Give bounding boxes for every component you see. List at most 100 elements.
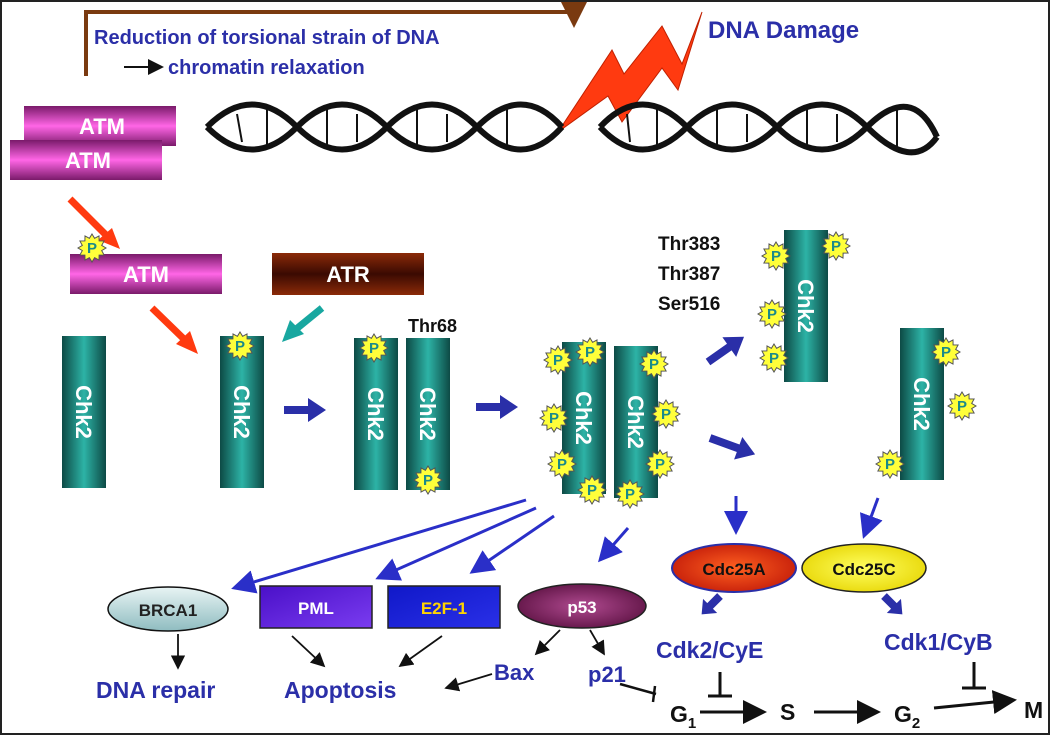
branch-arrow-right <box>708 434 756 460</box>
bax-to-apoptosis-arrow <box>444 673 493 692</box>
phospho-badge-label: P <box>585 344 595 361</box>
phospho-badge-label: P <box>549 410 559 427</box>
to-e2f1-arrow <box>469 514 555 574</box>
phospho-badge: P <box>761 241 791 271</box>
e2f1-node <box>387 585 501 629</box>
to-pml-arrow <box>375 506 537 581</box>
atm-top-label: ATM <box>79 114 125 139</box>
phospho-badge: P <box>543 345 573 375</box>
phospho-badge-label: P <box>649 356 659 373</box>
bax-label: Bax <box>494 660 535 685</box>
m-label: M <box>1024 697 1043 723</box>
chk2-phospho-label: Chk2 <box>229 385 254 439</box>
chk2-upper-right-label: Chk2 <box>793 279 818 333</box>
chk2-lower-right-label: Chk2 <box>909 377 934 431</box>
dna-damage-label: DNA Damage <box>708 17 859 44</box>
e2f1-to-apoptosis-arrow <box>398 635 443 668</box>
phospho-badge-label: P <box>423 472 433 489</box>
site-thr387: Thr387 <box>658 264 720 285</box>
phospho-badge: P <box>547 449 577 479</box>
site-thr383: Thr383 <box>658 234 720 255</box>
chk2-active-a-label: Chk2 <box>571 391 596 445</box>
pml-node <box>259 585 373 629</box>
branch-arrow-up <box>705 336 745 366</box>
phospho-badge-label: P <box>661 406 671 423</box>
phospho-badge-label: P <box>769 350 779 367</box>
phospho-badge-label: P <box>941 344 951 361</box>
phospho-badge: P <box>539 403 569 433</box>
apoptosis-label: Apoptosis <box>284 677 396 703</box>
phospho-badge: P <box>651 399 681 429</box>
phospho-badge-label: P <box>557 456 567 473</box>
atm-box-bottom <box>10 140 162 180</box>
cdc25a-node <box>671 543 797 593</box>
pml-label: PML <box>298 599 334 618</box>
cdc25c-label: Cdc25C <box>832 560 895 579</box>
atr-label: ATR <box>326 262 370 287</box>
cdk2-label: Cdk2/CyE <box>656 637 763 663</box>
brca1-node <box>107 586 229 632</box>
g2-label: G2 <box>894 701 920 732</box>
phospho-badge: P <box>947 391 977 421</box>
chk2-dimer-b-label: Chk2 <box>415 387 440 441</box>
phospho-badge-label: P <box>767 306 777 323</box>
chk2-phospho <box>220 336 264 488</box>
atm-active-label: ATM <box>123 262 169 287</box>
to-cdc25c-arrow <box>859 497 883 539</box>
phospho-badge-label: P <box>87 240 97 257</box>
g1-label: G1 <box>670 701 696 732</box>
phospho-badge-label: P <box>771 248 781 265</box>
phospho-badge: P <box>615 479 645 509</box>
atr-box <box>272 253 424 295</box>
g2-to-m-arrow <box>933 690 1017 715</box>
atm-to-chk2-arrowhead <box>176 331 198 354</box>
p53-label: p53 <box>567 598 596 617</box>
phospho-badge-label: P <box>625 486 635 503</box>
phospho-badge: P <box>225 331 255 361</box>
phospho-badge: P <box>645 449 675 479</box>
phospho-badge: P <box>413 465 443 495</box>
phospho-badge: P <box>77 233 107 263</box>
brca1-label: BRCA1 <box>139 601 198 620</box>
phospho-badge: P <box>577 475 607 505</box>
phospho-badge-label: P <box>957 398 967 415</box>
atm-to-chk2-arrow <box>149 305 190 345</box>
cdc25c-node <box>801 543 927 593</box>
atr-to-chk2-arrowhead <box>282 320 304 342</box>
s-label: S <box>780 699 795 725</box>
dna-helix-right-icon <box>597 101 940 156</box>
atr-to-chk2-arrow <box>292 305 325 333</box>
cdc25a-to-cdk2-arrow <box>701 593 723 615</box>
atm-box-top <box>24 106 176 146</box>
lightning-icon <box>557 11 703 133</box>
flow-arrow-2 <box>476 395 518 419</box>
flow-arrow-1 <box>284 398 326 422</box>
phospho-badge-label: P <box>553 352 563 369</box>
dna-repair-label: DNA repair <box>96 677 215 703</box>
phospho-badge: P <box>359 333 389 363</box>
phospho-badge-label: P <box>655 456 665 473</box>
chk2-upper-right <box>784 230 828 382</box>
cdk1-label: Cdk1/CyB <box>884 629 993 655</box>
phospho-badge: P <box>757 299 787 329</box>
phospho-badge: P <box>639 349 669 379</box>
atm-active-box <box>70 254 222 294</box>
chk2-active-b-label: Chk2 <box>623 395 648 449</box>
pml-to-apoptosis-arrow <box>291 635 326 668</box>
cdc25c-to-cdk1-arrow <box>881 593 903 615</box>
thr68-label: Thr68 <box>408 316 457 336</box>
cdk1-inhibition-icon <box>962 662 986 690</box>
phospho-badge-label: P <box>235 338 245 355</box>
e2f1-label: E2F-1 <box>421 599 467 618</box>
phospho-badge: P <box>875 449 905 479</box>
p53-node <box>517 583 647 629</box>
p21-label: p21 <box>588 662 626 687</box>
feedback-line1: Reduction of torsional strain of DNA <box>94 27 440 49</box>
cdc25a-label: Cdc25A <box>702 560 765 579</box>
phospho-badge-label: P <box>831 238 841 255</box>
atm-bottom-label: ATM <box>65 148 111 173</box>
p53-to-p21-arrow <box>589 629 605 656</box>
chk2-dimer-a-label: Chk2 <box>363 387 388 441</box>
